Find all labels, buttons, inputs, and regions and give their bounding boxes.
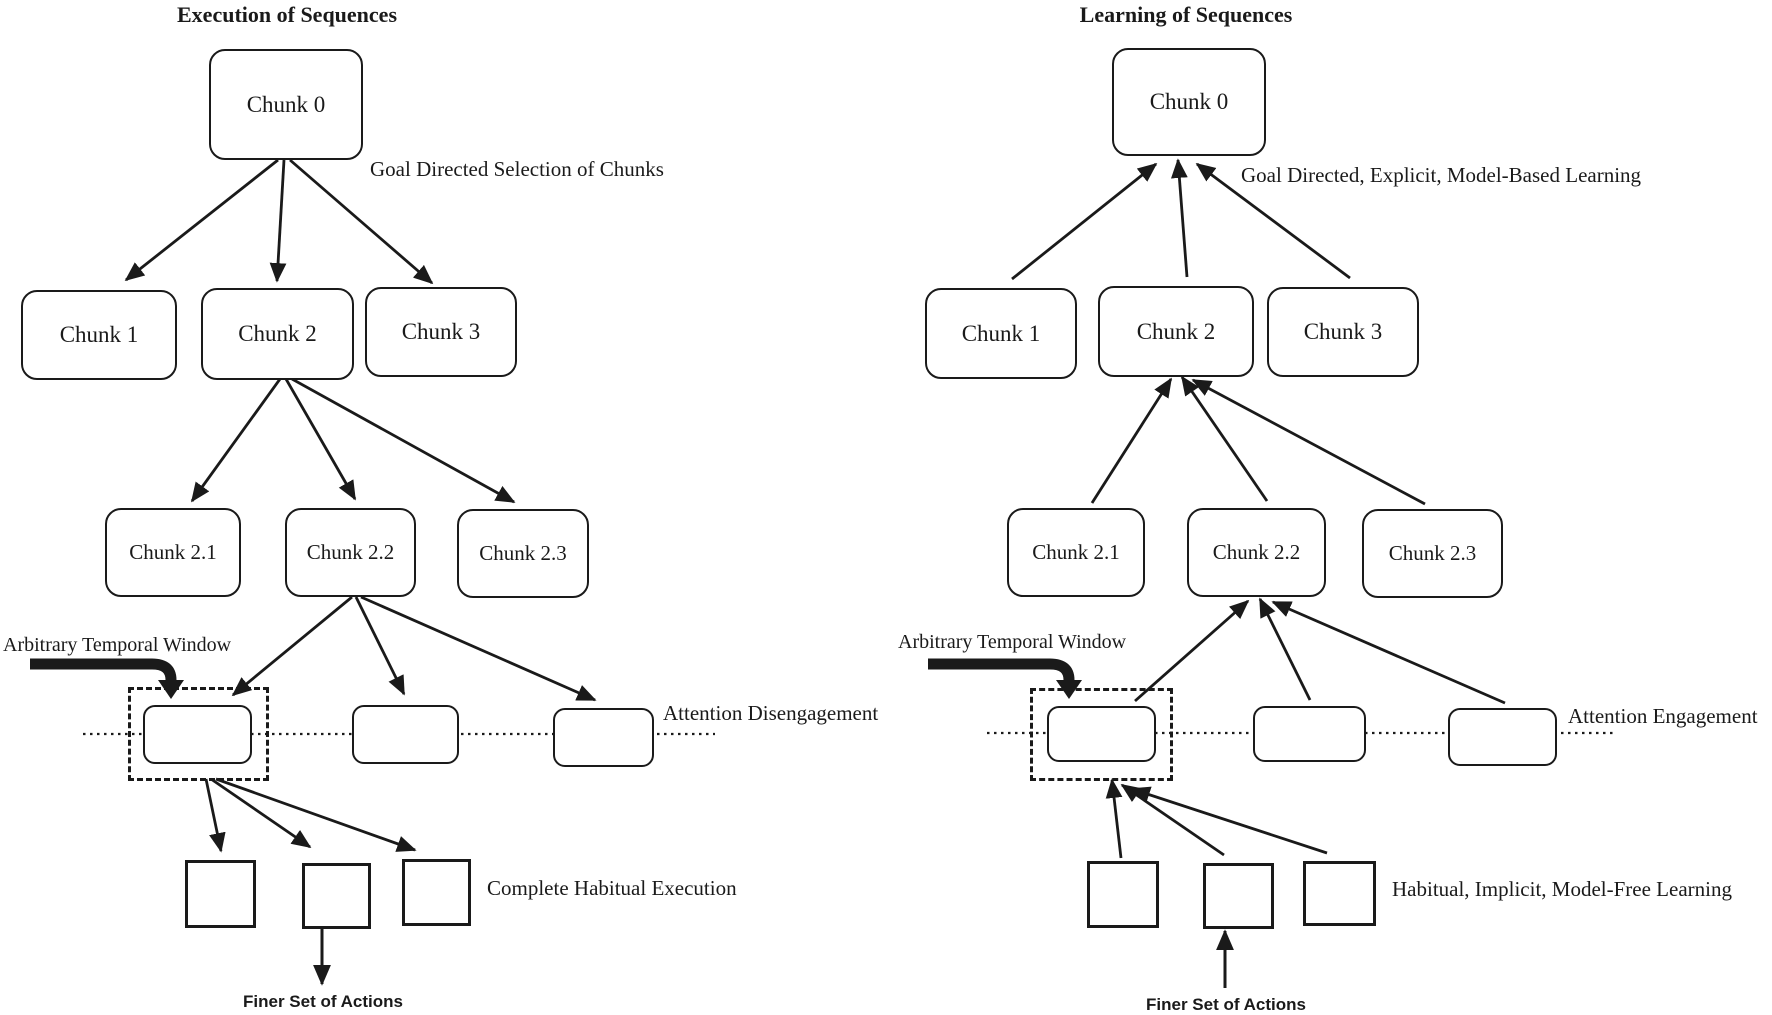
right-action-chunk-2: [1253, 706, 1366, 762]
left-action-chunk-2: [352, 705, 459, 764]
right-chunk23-box: Chunk 2.3: [1362, 509, 1503, 598]
right-goal-label: Goal Directed, Explicit, Model-Based Lea…: [1241, 163, 1642, 187]
left-primitive-action-2: [302, 863, 371, 929]
left-chunk0-box: Chunk 0: [209, 49, 363, 160]
left-panel-title: Execution of Sequences: [177, 2, 397, 27]
right-chunk22-box: Chunk 2.2: [1187, 508, 1326, 597]
left-bottom-label: Complete Habitual Execution: [487, 876, 737, 900]
right-action-chunk-1: [1047, 706, 1156, 762]
right-window-to-chunk22-arrows: [1134, 597, 1506, 705]
right-attention-label: Attention Engagement: [1568, 704, 1758, 728]
right-primitive-action-1: [1087, 861, 1159, 928]
left-action-chunk-3: [553, 708, 654, 767]
left-chunk22-box: Chunk 2.2: [285, 508, 416, 597]
left-chunk3-box: Chunk 3: [365, 287, 517, 377]
left-chunk2-to-subchunk-arrows: [190, 377, 516, 504]
right-chunk21-box: Chunk 2.1: [1007, 508, 1145, 597]
left-chunk22-to-window-arrows: [231, 595, 597, 702]
left-attention-label: Attention Disengagement: [663, 701, 879, 725]
right-bottom-label: Habitual, Implicit, Model-Free Learning: [1392, 877, 1732, 901]
right-primitive-action-3: [1303, 861, 1376, 926]
left-goal-label: Goal Directed Selection of Chunks: [370, 157, 664, 181]
right-row-to-chunk0-arrows: [1011, 158, 1351, 281]
left-chunk0-to-row-arrows: [124, 158, 434, 285]
left-chunk21-box: Chunk 2.1: [105, 508, 241, 597]
right-temporal-window-label: Arbitrary Temporal Window: [898, 631, 1127, 653]
right-chunk1-box: Chunk 1: [925, 288, 1077, 379]
left-primitive-action-1: [185, 860, 256, 928]
left-window-to-action-arrows: [204, 777, 417, 853]
right-chunk3-box: Chunk 3: [1267, 287, 1419, 377]
right-action-to-window-arrows: [1105, 778, 1328, 859]
left-chunk2-box: Chunk 2: [201, 288, 354, 380]
left-primitive-action-3: [402, 859, 471, 926]
left-temporal-window-label: Arbitrary Temporal Window: [3, 634, 232, 656]
right-chunk2-box: Chunk 2: [1098, 286, 1254, 377]
right-chunk0-box: Chunk 0: [1112, 48, 1266, 156]
left-chunk23-box: Chunk 2.3: [457, 509, 589, 598]
left-chunk1-box: Chunk 1: [21, 290, 177, 380]
left-temporal-window-frame: [128, 687, 269, 781]
right-subchunk-to-chunk2-arrows: [1090, 375, 1426, 506]
left-action-chunk-1: [143, 705, 252, 764]
right-finer-actions-label: Finer Set of Actions: [1146, 995, 1306, 1014]
right-action-chunk-3: [1448, 708, 1557, 766]
right-panel-title: Learning of Sequences: [1079, 2, 1293, 27]
left-finer-actions-label: Finer Set of Actions: [243, 992, 403, 1011]
right-primitive-action-2: [1203, 863, 1274, 929]
right-temporal-window-frame: [1030, 688, 1173, 781]
